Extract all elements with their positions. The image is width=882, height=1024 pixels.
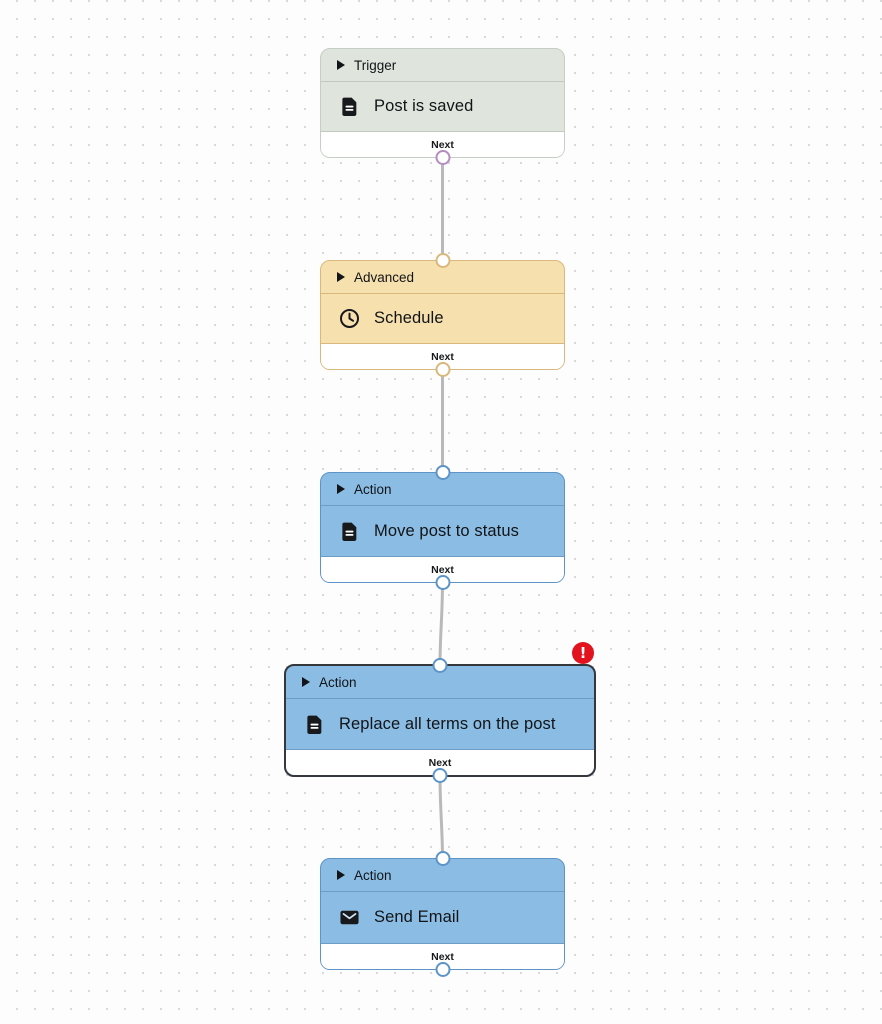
node-body[interactable]: Schedule: [321, 294, 564, 343]
input-port[interactable]: [432, 658, 448, 673]
collapse-arrow-icon[interactable]: [337, 870, 345, 880]
document-icon: [304, 714, 325, 735]
node-title: Send Email: [374, 908, 460, 926]
next-label: Next: [431, 350, 454, 363]
node-body[interactable]: Post is saved: [321, 82, 564, 131]
node-body[interactable]: Move post to status: [321, 506, 564, 556]
clock-icon: [339, 308, 360, 329]
node-category-label: Advanced: [354, 269, 415, 285]
input-port[interactable]: [435, 465, 450, 480]
input-port[interactable]: [435, 253, 450, 268]
input-port[interactable]: [435, 851, 450, 866]
next-label: Next: [431, 563, 454, 576]
node-header[interactable]: Action: [321, 473, 564, 506]
node-header[interactable]: Action: [321, 859, 564, 892]
node-body[interactable]: Replace all terms on the post: [286, 699, 594, 749]
next-label: Next: [428, 756, 452, 769]
next-label: Next: [431, 950, 454, 963]
workflow-node-trigger[interactable]: Trigger Post is saved Next: [320, 48, 565, 165]
workflow-node-action-send-email[interactable]: Action Send Email Next: [320, 851, 565, 977]
collapse-arrow-icon[interactable]: [337, 484, 345, 494]
node-category-label: Action: [354, 481, 392, 497]
node-title: Replace all terms on the post: [339, 714, 556, 733]
collapse-arrow-icon[interactable]: [337, 272, 345, 282]
node-header[interactable]: Advanced: [321, 261, 564, 294]
output-port[interactable]: [435, 575, 450, 590]
node-category-label: Action: [319, 674, 357, 690]
document-icon: [339, 96, 360, 117]
error-badge-icon[interactable]: !: [572, 642, 594, 664]
collapse-arrow-icon[interactable]: [302, 677, 310, 687]
workflow-node-advanced[interactable]: Advanced Schedule Next: [320, 253, 565, 377]
node-category-label: Trigger: [354, 57, 397, 73]
output-port[interactable]: [435, 962, 450, 977]
document-icon: [339, 521, 360, 542]
node-title: Schedule: [374, 309, 444, 327]
node-category-label: Action: [354, 867, 392, 883]
edge-action1-to-action2: [438, 580, 444, 667]
node-title: Move post to status: [374, 521, 519, 540]
collapse-arrow-icon[interactable]: [337, 60, 345, 70]
edge-action2-to-action3: [438, 774, 444, 861]
node-header[interactable]: Action: [286, 666, 594, 699]
output-port[interactable]: [432, 768, 448, 783]
node-body[interactable]: Send Email: [321, 892, 564, 943]
output-port[interactable]: [435, 362, 450, 377]
workflow-node-action-move-post[interactable]: Action Move post to status Next: [320, 465, 565, 590]
mail-icon: [339, 907, 360, 928]
output-port[interactable]: [435, 150, 450, 165]
workflow-node-action-replace-terms[interactable]: Action Replace all terms on the post Nex…: [284, 642, 596, 783]
next-label: Next: [431, 138, 454, 151]
node-title: Post is saved: [374, 97, 474, 115]
node-header[interactable]: Trigger: [321, 49, 564, 82]
